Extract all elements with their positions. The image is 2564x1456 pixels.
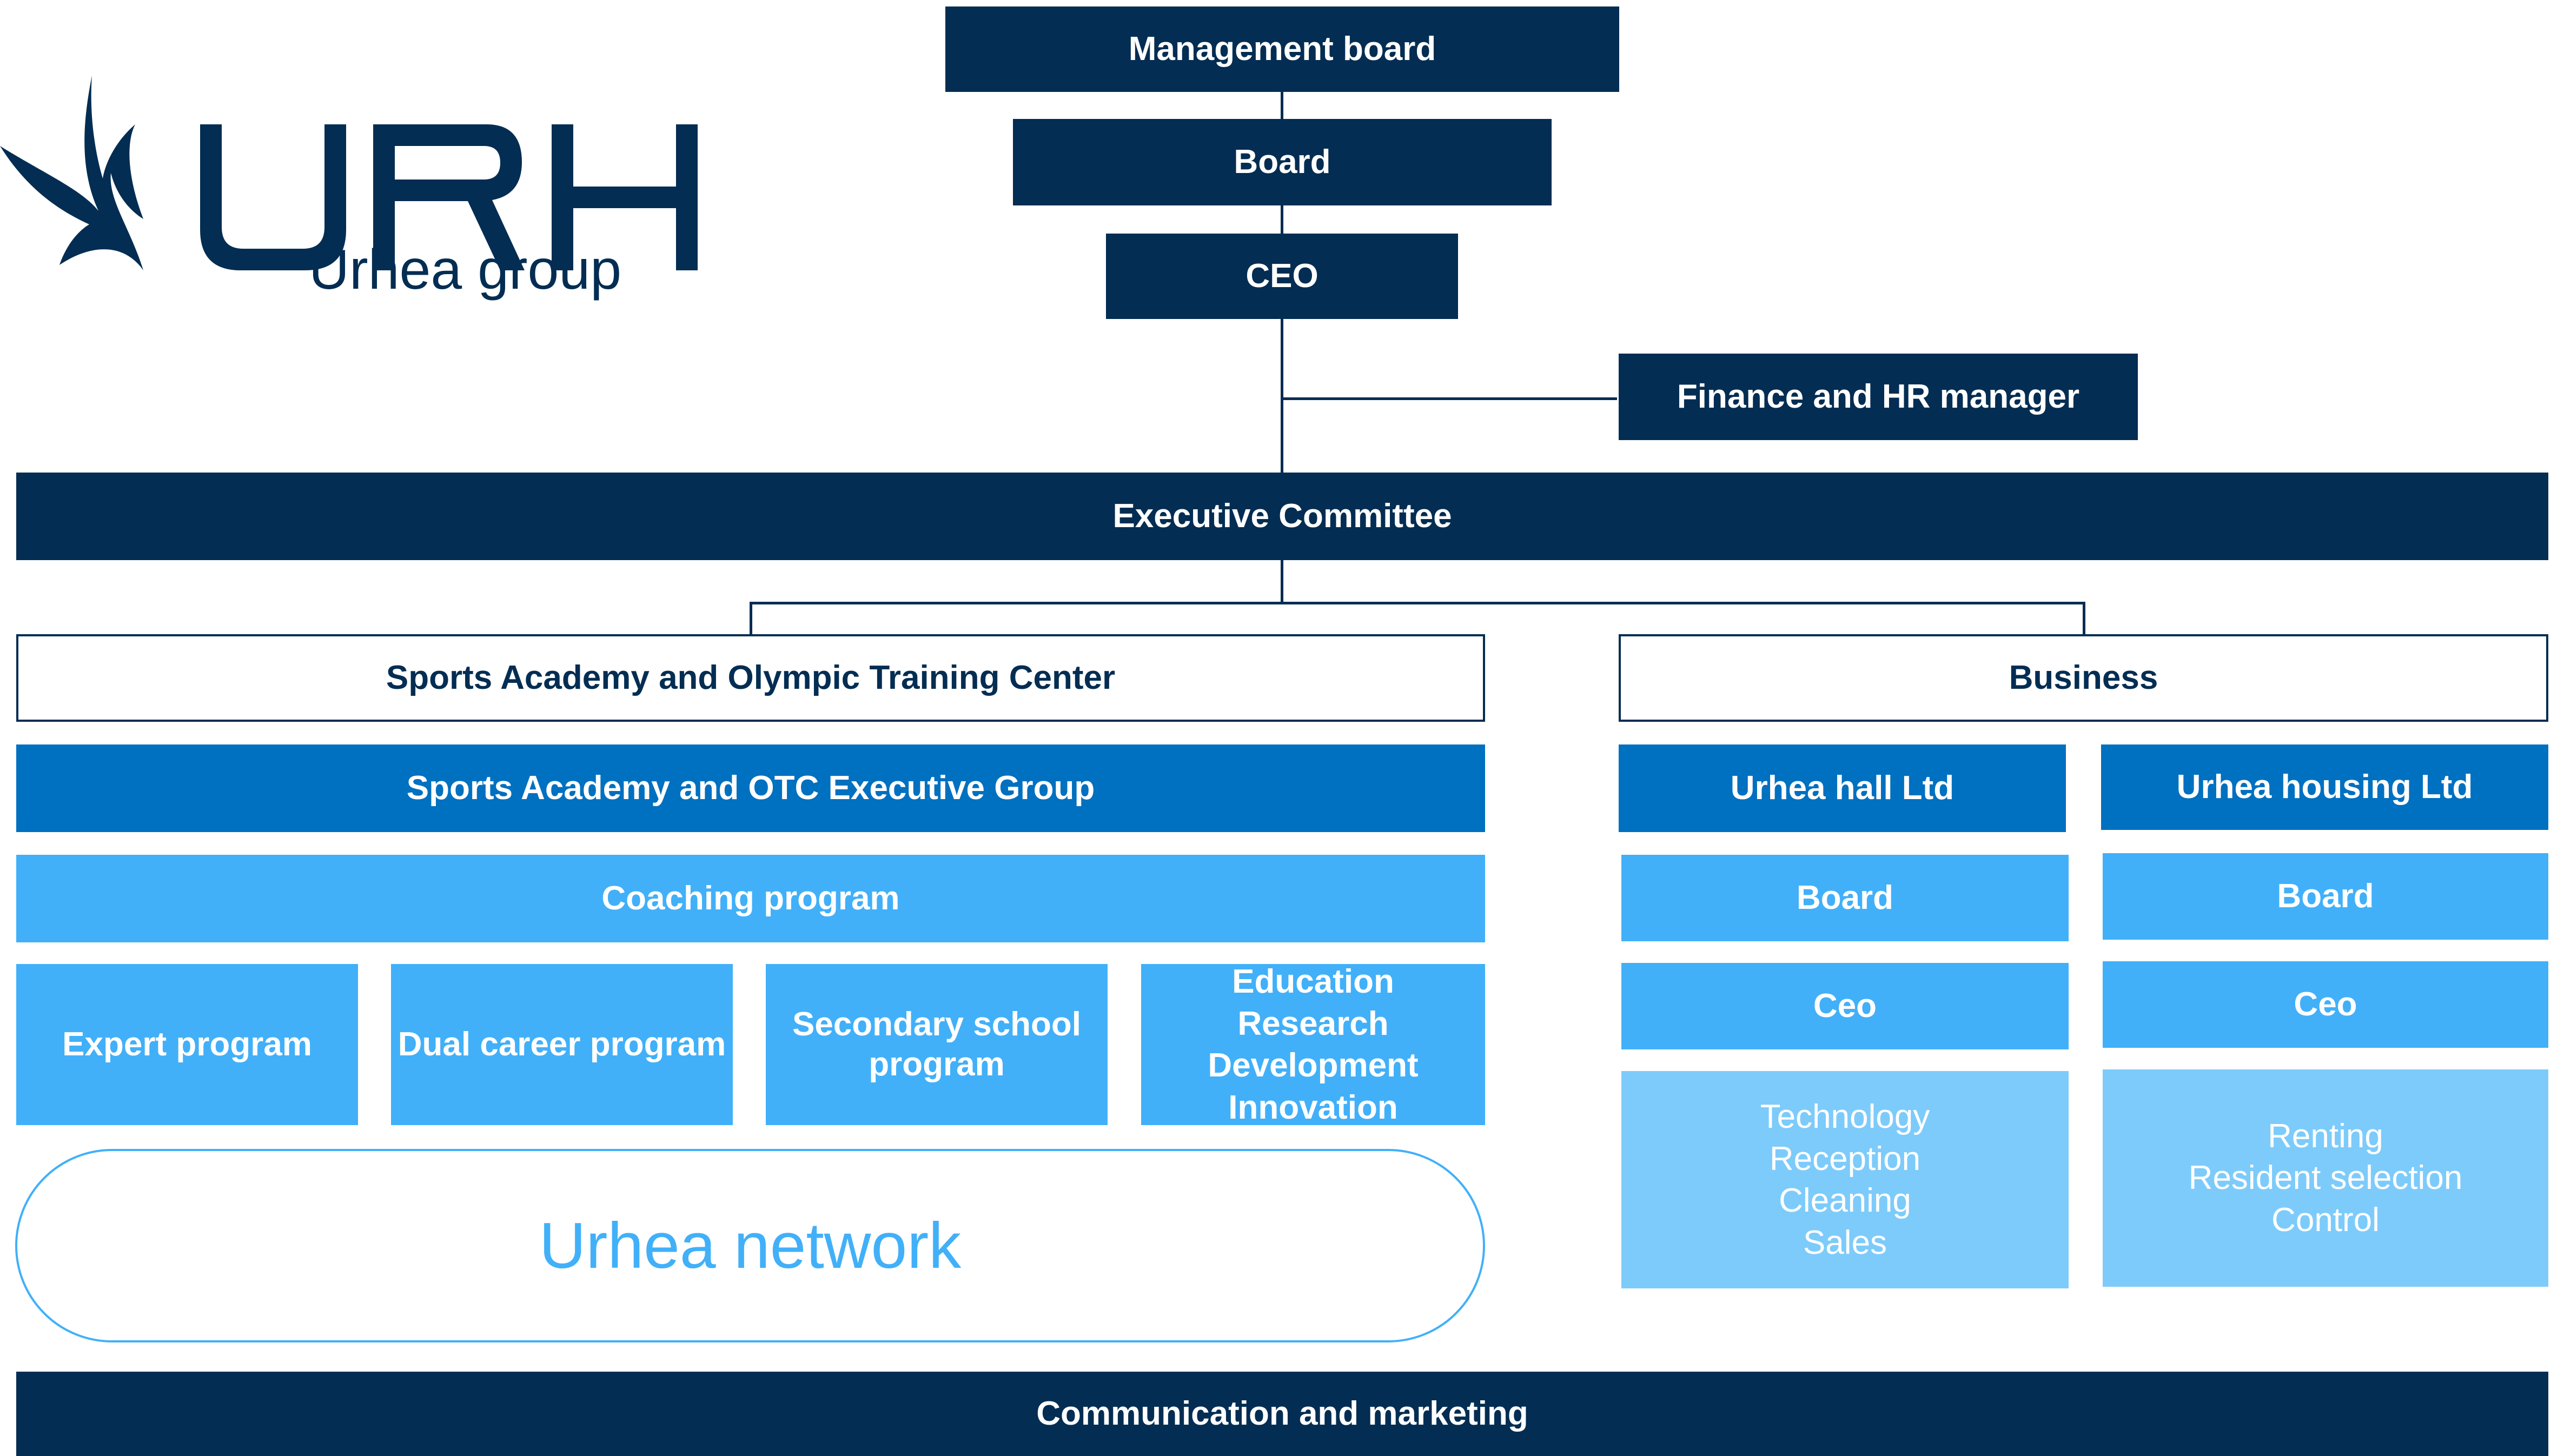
function-line: Sales <box>1803 1224 1887 1261</box>
housing-board-box: Board <box>2103 853 2548 940</box>
program-line: Education <box>1232 963 1394 1000</box>
connector-to-business <box>2083 602 2085 634</box>
urhea-hall-ltd-box: Urhea hall Ltd <box>1619 744 2066 832</box>
function-line: Cleaning <box>1779 1182 1911 1219</box>
communication-marketing-box: Communication and marketing <box>16 1372 2548 1456</box>
program-line: Development <box>1208 1047 1419 1084</box>
program-line: Research <box>1237 1005 1389 1042</box>
function-line: Resident selection <box>2188 1159 2463 1197</box>
urhea-logo-tail <box>719 65 1098 292</box>
hall-board-box: Board <box>1621 855 2069 941</box>
program-line: program <box>869 1046 1005 1083</box>
academy-executive-group-box: Sports Academy and OTC Executive Group <box>16 744 1485 832</box>
function-line: Renting <box>2268 1117 2383 1155</box>
business-box: Business <box>1619 634 2548 722</box>
board-box: Board <box>1013 119 1552 205</box>
function-line: Reception <box>1769 1140 1921 1178</box>
connector-mgmt-board <box>1281 92 1283 120</box>
connector-split-horizontal <box>750 602 2085 604</box>
housing-functions-box: Renting Resident selection Control <box>2103 1069 2548 1287</box>
urhea-housing-ltd-box: Urhea housing Ltd <box>2101 744 2548 830</box>
connector-ceo-finance <box>1281 397 1617 400</box>
management-board-box: Management board <box>945 6 1619 92</box>
urhea-logo <box>0 76 698 270</box>
expert-program-box: Expert program <box>16 964 358 1125</box>
program-line: Innovation <box>1228 1088 1398 1126</box>
connector-to-academy <box>750 602 752 634</box>
bird-icon <box>0 76 143 270</box>
program-line: Secondary school <box>792 1005 1082 1043</box>
urhea-network-box: Urhea network <box>15 1149 1485 1342</box>
hall-ceo-box: Ceo <box>1621 963 2069 1049</box>
coaching-program-box: Coaching program <box>16 855 1485 942</box>
ceo-box: CEO <box>1106 234 1458 319</box>
education-research-box: Education Research Development Innovatio… <box>1141 963 1485 1126</box>
hall-functions-box: Technology Reception Cleaning Sales <box>1621 1071 2069 1288</box>
program-line: Expert program <box>62 1025 312 1063</box>
secondary-school-program-box: Secondary school program <box>766 964 1108 1125</box>
connector-ceo-exec <box>1281 319 1283 473</box>
connector-exec-split <box>1281 560 1283 604</box>
finance-hr-manager-box: Finance and HR manager <box>1619 354 2138 440</box>
program-line: Dual career program <box>397 1025 726 1063</box>
sports-academy-otc-box: Sports Academy and Olympic Training Cent… <box>16 634 1485 722</box>
dual-career-program-box: Dual career program <box>391 964 733 1125</box>
function-line: Control <box>2271 1201 2380 1239</box>
function-line: Technology <box>1760 1098 1930 1135</box>
logo-subtitle: Urhea group <box>308 238 622 301</box>
executive-committee-box: Executive Committee <box>16 473 2548 560</box>
housing-ceo-box: Ceo <box>2103 961 2548 1048</box>
connector-board-ceo <box>1281 205 1283 234</box>
